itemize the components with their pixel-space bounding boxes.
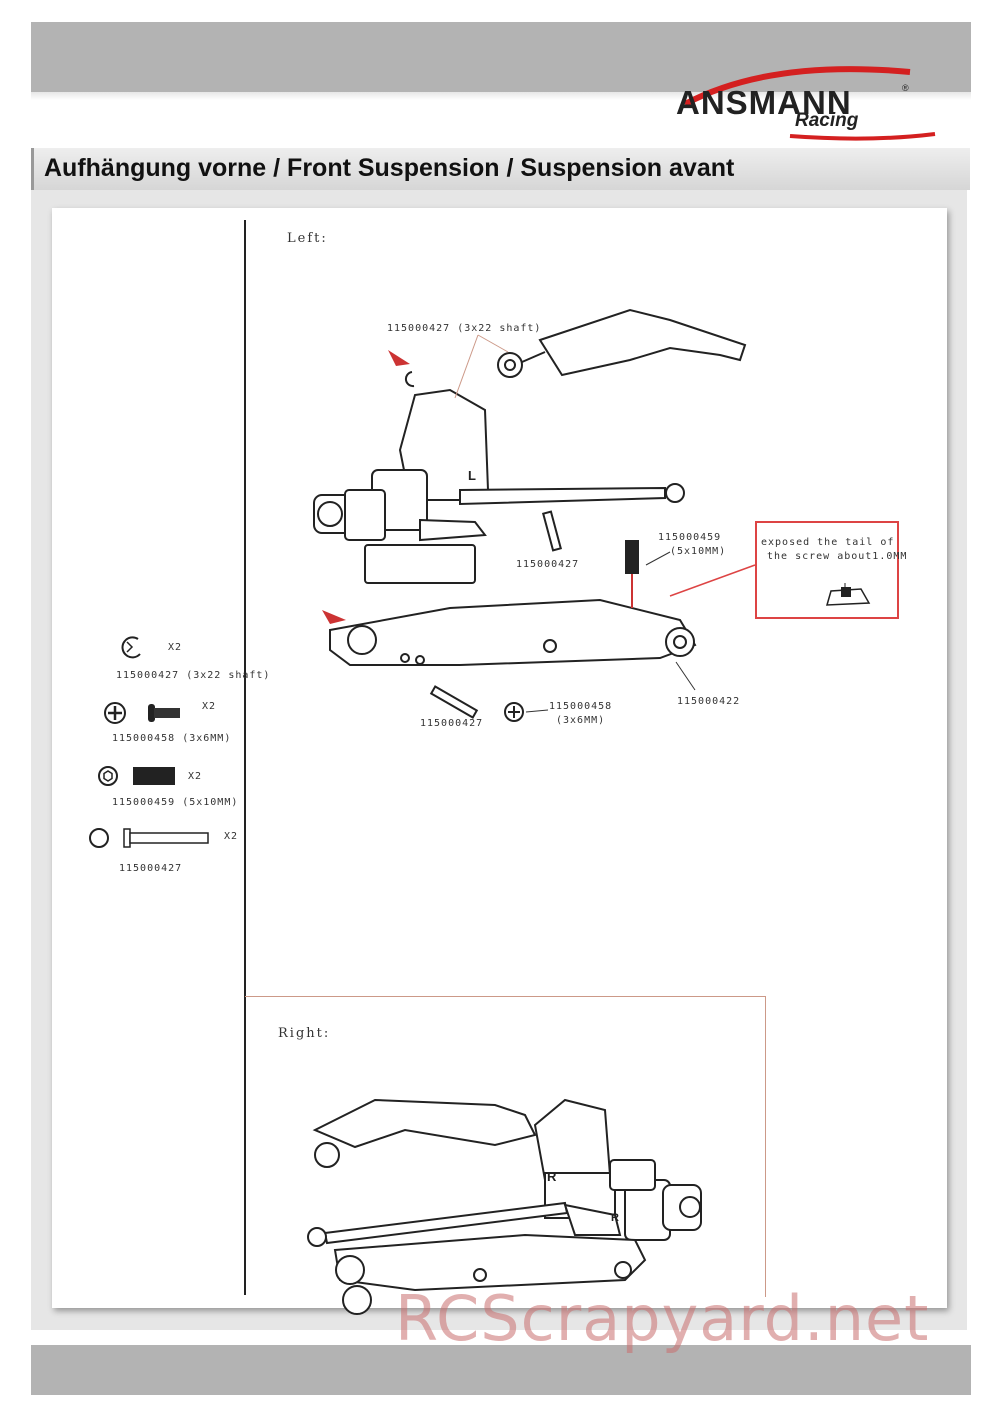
svg-text:R: R [547,1169,557,1184]
page-title: Aufhängung vorne / Front Suspension / Su… [44,154,735,182]
header-band [31,22,971,92]
part-qty: X2 [224,831,239,842]
callout: 115000458 [549,701,613,712]
note-text: the screw about1.0MM [767,551,908,562]
svg-text:L: L [468,468,476,483]
watermark: RCScrapyard.net [395,1282,930,1355]
logo-swoosh-icon [683,66,936,141]
callout: 115000427 [420,718,484,729]
callout: 115000427 (3x22 shaft) [387,323,542,334]
brand-logo: ANSMANN ® Racing [670,64,945,142]
header-divider [31,92,971,100]
callout: 115000427 [516,559,580,570]
brand-sub: Racing [795,110,859,131]
diagram-right-label: Right: [278,1026,331,1041]
diagram-left-label: Left: [287,231,328,246]
right-diagram-box [245,996,766,1297]
brand-name: ANSMANN [676,84,852,121]
callout: (3x6MM) [556,715,606,726]
title-band: Aufhängung vorne / Front Suspension / Su… [31,148,970,190]
callout: 115000459 [658,532,722,543]
part-qty: X2 [202,701,217,712]
registered-mark: ® [902,83,909,93]
left-suspension-drawing: L [313,308,756,722]
part-number: 115000427 [119,863,183,874]
part-qty: X2 [168,642,183,653]
part-phillips-screw [102,700,187,731]
detail-callout-box: exposed the tail of the screw about1.0MM [755,521,906,619]
part-pin-shaft [88,826,218,855]
note-text: exposed the tail of [761,537,895,548]
phillips-screw-icon [104,702,180,724]
part-number: 115000427 (3x22 shaft) [116,670,271,681]
callout: 115000422 [677,696,741,707]
svg-text:R: R [611,1212,619,1224]
set-screw-icon [98,766,175,786]
pin-shaft-icon [89,828,209,848]
part-qty: X2 [188,771,203,782]
footer-band [31,1345,971,1395]
part-number: 115000458 (3x6MM) [112,733,232,744]
screw-detail-icon [825,583,871,606]
e-clip-icon [121,636,141,659]
callout: (5x10MM) [670,546,727,557]
part-e-clip [118,634,148,665]
part-number: 115000459 (5x10MM) [112,797,239,808]
right-suspension-drawing: R R [307,1098,702,1315]
part-set-screw [97,763,182,794]
column-divider [244,220,246,1295]
